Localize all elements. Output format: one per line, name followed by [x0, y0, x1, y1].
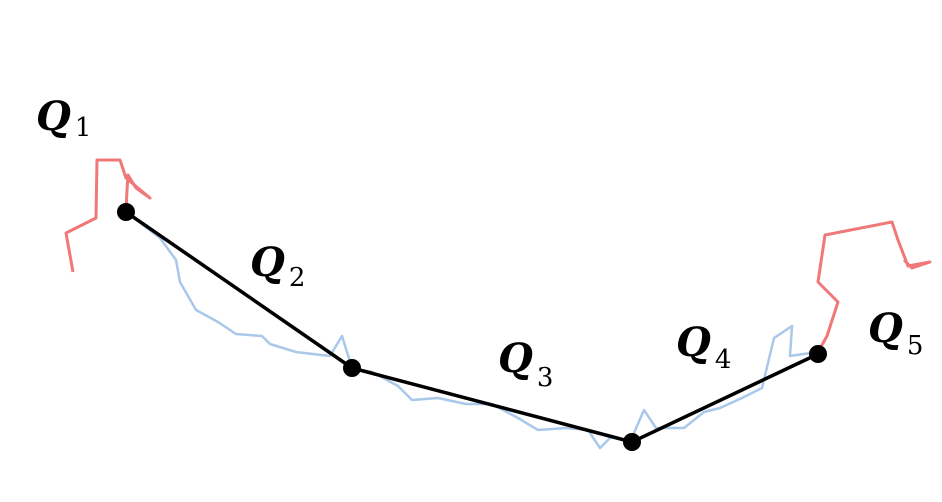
path-segments: [125, 210, 819, 444]
red-trace-right: [816, 220, 932, 353]
node-1: [117, 203, 135, 221]
node-3: [623, 433, 641, 451]
red-trace-left: [64, 158, 152, 273]
blue-trace: [125, 211, 819, 450]
node-2: [343, 359, 361, 377]
node-4: [809, 345, 827, 363]
